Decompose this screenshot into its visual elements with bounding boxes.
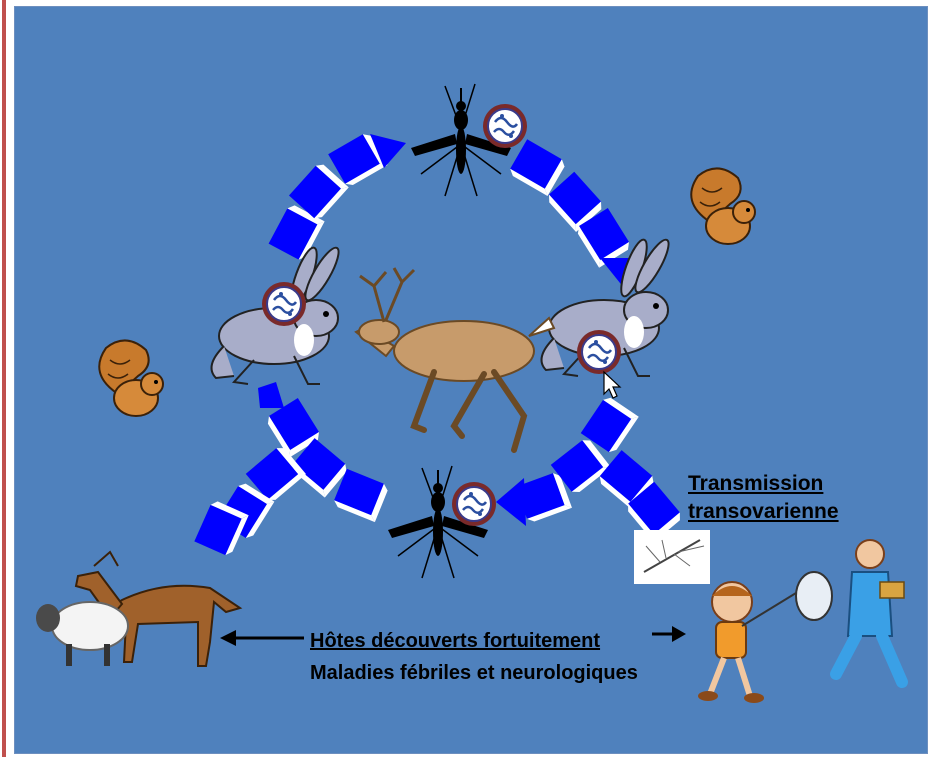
man-with-book-icon: [836, 540, 904, 682]
hosts-label: Hôtes découverts fortuitement: [310, 630, 600, 653]
virus-icon: [483, 104, 527, 148]
squirrel-icon: [99, 340, 163, 416]
left-edge-rule: [2, 0, 6, 757]
transmission-label-line2: transovarienne: [688, 500, 839, 524]
transmission-label-line1: Transmission: [688, 472, 823, 496]
squirrel-icon: [691, 168, 755, 244]
arrow-head: [258, 382, 284, 408]
virus-icon: [577, 330, 621, 374]
arrow-head-right: [672, 626, 686, 642]
diseases-label: Maladies fébriles et neurologiques: [310, 662, 638, 685]
mosquito-photo: [634, 530, 710, 584]
cursor-icon: [604, 372, 620, 398]
diagram-slide: Transmission transovarienne Hôtes découv…: [14, 6, 928, 754]
deer-icon: [356, 268, 554, 450]
sheep-icon: [36, 602, 128, 666]
boy-with-net-icon: [698, 572, 832, 703]
arrow-head-left: [220, 630, 236, 646]
arrow-head: [496, 478, 526, 526]
virus-icon: [452, 482, 496, 526]
virus-icon: [262, 282, 306, 326]
